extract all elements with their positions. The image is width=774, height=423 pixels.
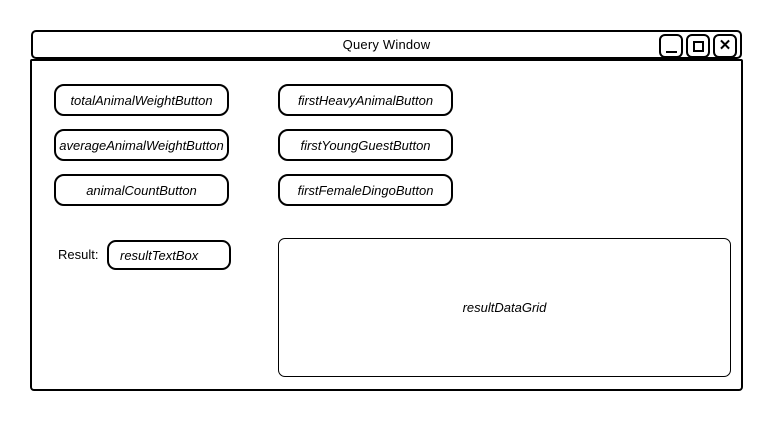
window-controls: ✕: [659, 34, 737, 58]
close-button[interactable]: ✕: [713, 34, 737, 58]
average-animal-weight-button[interactable]: averageAnimalWeightButton: [54, 129, 229, 161]
maximize-icon: [692, 40, 704, 52]
minimize-button[interactable]: [659, 34, 683, 58]
total-animal-weight-button[interactable]: totalAnimalWeightButton: [54, 84, 229, 116]
maximize-button[interactable]: [686, 34, 710, 58]
first-female-dingo-button[interactable]: firstFemaleDingoButton: [278, 174, 453, 206]
result-label: Result:: [58, 247, 99, 262]
first-heavy-animal-button[interactable]: firstHeavyAnimalButton: [278, 84, 453, 116]
first-young-guest-button[interactable]: firstYoungGuestButton: [278, 129, 453, 161]
result-data-grid[interactable]: resultDataGrid: [278, 238, 731, 377]
title-bar[interactable]: Query Window ✕: [31, 30, 742, 59]
window-title: Query Window: [342, 37, 431, 52]
result-textbox[interactable]: resultTextBox: [107, 240, 231, 270]
minimize-icon: [665, 51, 677, 53]
animal-count-button[interactable]: animalCountButton: [54, 174, 229, 206]
close-icon: ✕: [718, 36, 732, 54]
